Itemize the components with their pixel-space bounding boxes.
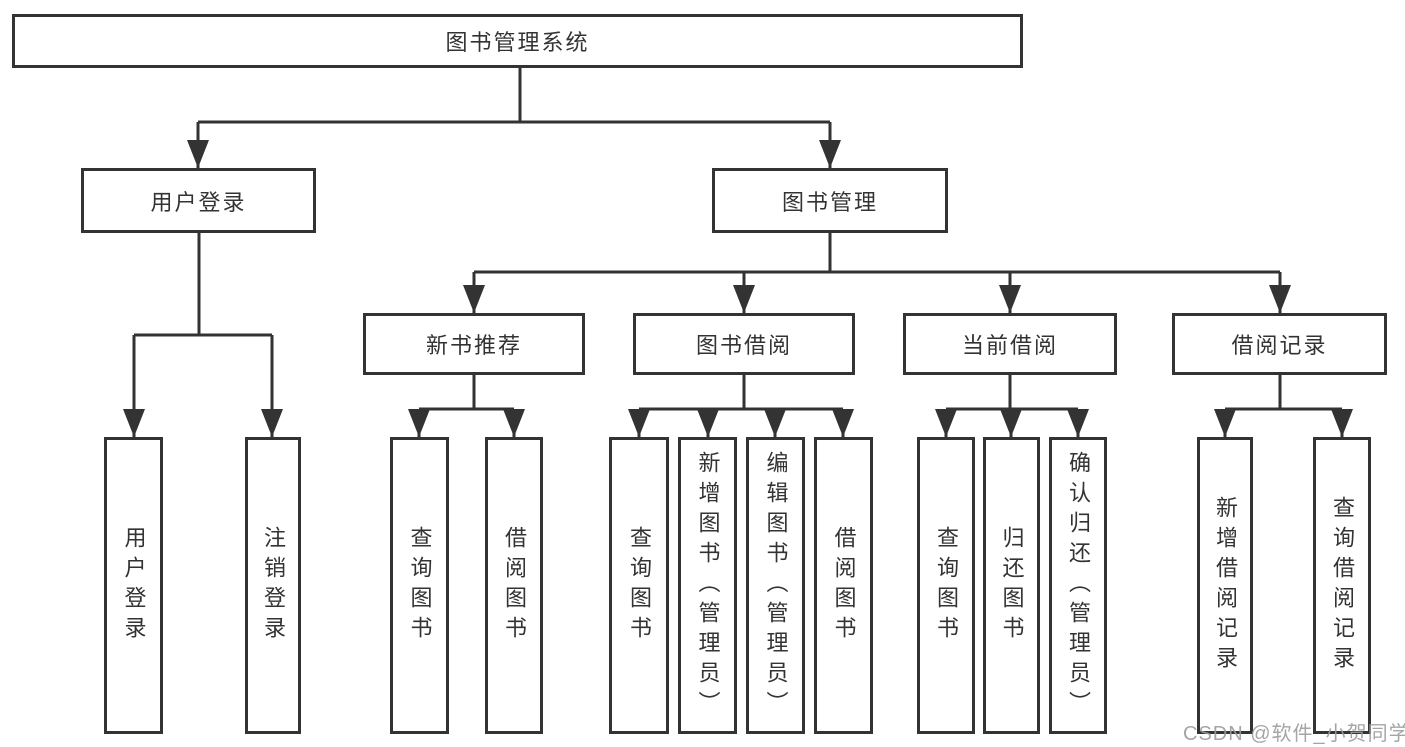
node-label: 查询图书: [627, 525, 652, 646]
leaf-borrow-books-recommend: 借阅图书: [485, 437, 543, 734]
watermark: CSDN @软件_小贺同学: [1183, 723, 1405, 745]
node-label: 用户登录: [121, 525, 147, 646]
leaf-add-book-admin: 新增图书（管理员）: [678, 437, 737, 734]
arrowhead-icon: [764, 409, 786, 437]
arrowhead-icon: [1000, 409, 1022, 437]
node-label: 编辑图书（管理员）: [763, 450, 789, 721]
node-label: 新增图书（管理员）: [695, 450, 721, 721]
connector-new-book: [417, 375, 516, 437]
leaf-query-borrow-record: 查询借阅记录: [1313, 437, 1371, 734]
arrowhead-icon: [628, 409, 650, 437]
node-system-root: 图书管理系统: [12, 14, 1023, 68]
node-label: 查询图书: [407, 525, 433, 646]
node-label: 图书管理: [781, 189, 878, 215]
leaf-edit-book-admin: 编辑图书（管理员）: [746, 437, 805, 734]
arrowhead-icon: [697, 409, 719, 437]
arrowhead-icon: [1269, 285, 1291, 313]
leaf-add-borrow-record: 新增借阅记录: [1197, 437, 1253, 734]
arrowhead-icon: [832, 409, 854, 437]
arrowhead-icon: [463, 285, 485, 313]
node-label: 新书推荐: [425, 333, 522, 358]
arrowhead-icon: [408, 409, 430, 437]
node-label: 当前借阅: [961, 333, 1058, 358]
leaf-return-book: 归还图书: [983, 437, 1040, 734]
leaf-logout: 注销登录: [245, 437, 301, 734]
node-label: 归还图书: [999, 525, 1025, 646]
leaf-confirm-return-admin: 确认归还（管理员）: [1049, 437, 1107, 734]
arrowhead-icon: [187, 140, 209, 168]
node-borrow-records: 借阅记录: [1172, 313, 1387, 375]
arrowhead-icon: [733, 285, 755, 313]
arrowhead-icon: [123, 409, 145, 437]
leaf-user-login: 用户登录: [104, 437, 163, 734]
connector-book-borrow: [637, 375, 845, 437]
arrowhead-icon: [999, 285, 1021, 313]
node-book-borrow: 图书借阅: [633, 313, 855, 375]
node-label: 借阅记录: [1231, 333, 1328, 358]
node-label: 借阅图书: [831, 525, 857, 646]
arrowhead-icon: [1331, 409, 1353, 437]
arrowhead-icon: [819, 140, 841, 168]
connector-user-login: [132, 233, 274, 437]
arrowhead-icon: [1067, 409, 1089, 437]
node-label: 注销登录: [261, 525, 286, 646]
connector-root: [196, 68, 832, 168]
node-label: 图书管理系统: [445, 30, 590, 55]
leaf-borrow-books: 借阅图书: [814, 437, 873, 734]
arrowhead-icon: [503, 409, 525, 437]
leaf-query-books-borrow: 查询图书: [609, 437, 669, 734]
node-label: 确认归还（管理员）: [1066, 450, 1091, 721]
arrowhead-icon: [935, 409, 957, 437]
arrowhead-icon: [261, 409, 283, 437]
node-label: 用户登录: [150, 189, 247, 215]
node-label: 查询图书: [934, 525, 959, 646]
node-label: 新增借阅记录: [1213, 495, 1238, 676]
node-label: 图书借阅: [695, 333, 792, 358]
arrowhead-icon: [1214, 409, 1236, 437]
node-current-borrow: 当前借阅: [903, 313, 1117, 375]
connector-book-management: [472, 233, 1282, 313]
connector-borrow-records: [1223, 375, 1344, 437]
leaf-query-books-current: 查询图书: [917, 437, 975, 734]
node-user-login: 用户登录: [81, 168, 316, 233]
leaf-query-books-recommend: 查询图书: [390, 437, 449, 734]
node-book-management: 图书管理: [712, 168, 948, 233]
node-new-book-recommend: 新书推荐: [363, 313, 585, 375]
node-label: 查询借阅记录: [1330, 495, 1355, 676]
node-label: 借阅图书: [502, 525, 527, 646]
